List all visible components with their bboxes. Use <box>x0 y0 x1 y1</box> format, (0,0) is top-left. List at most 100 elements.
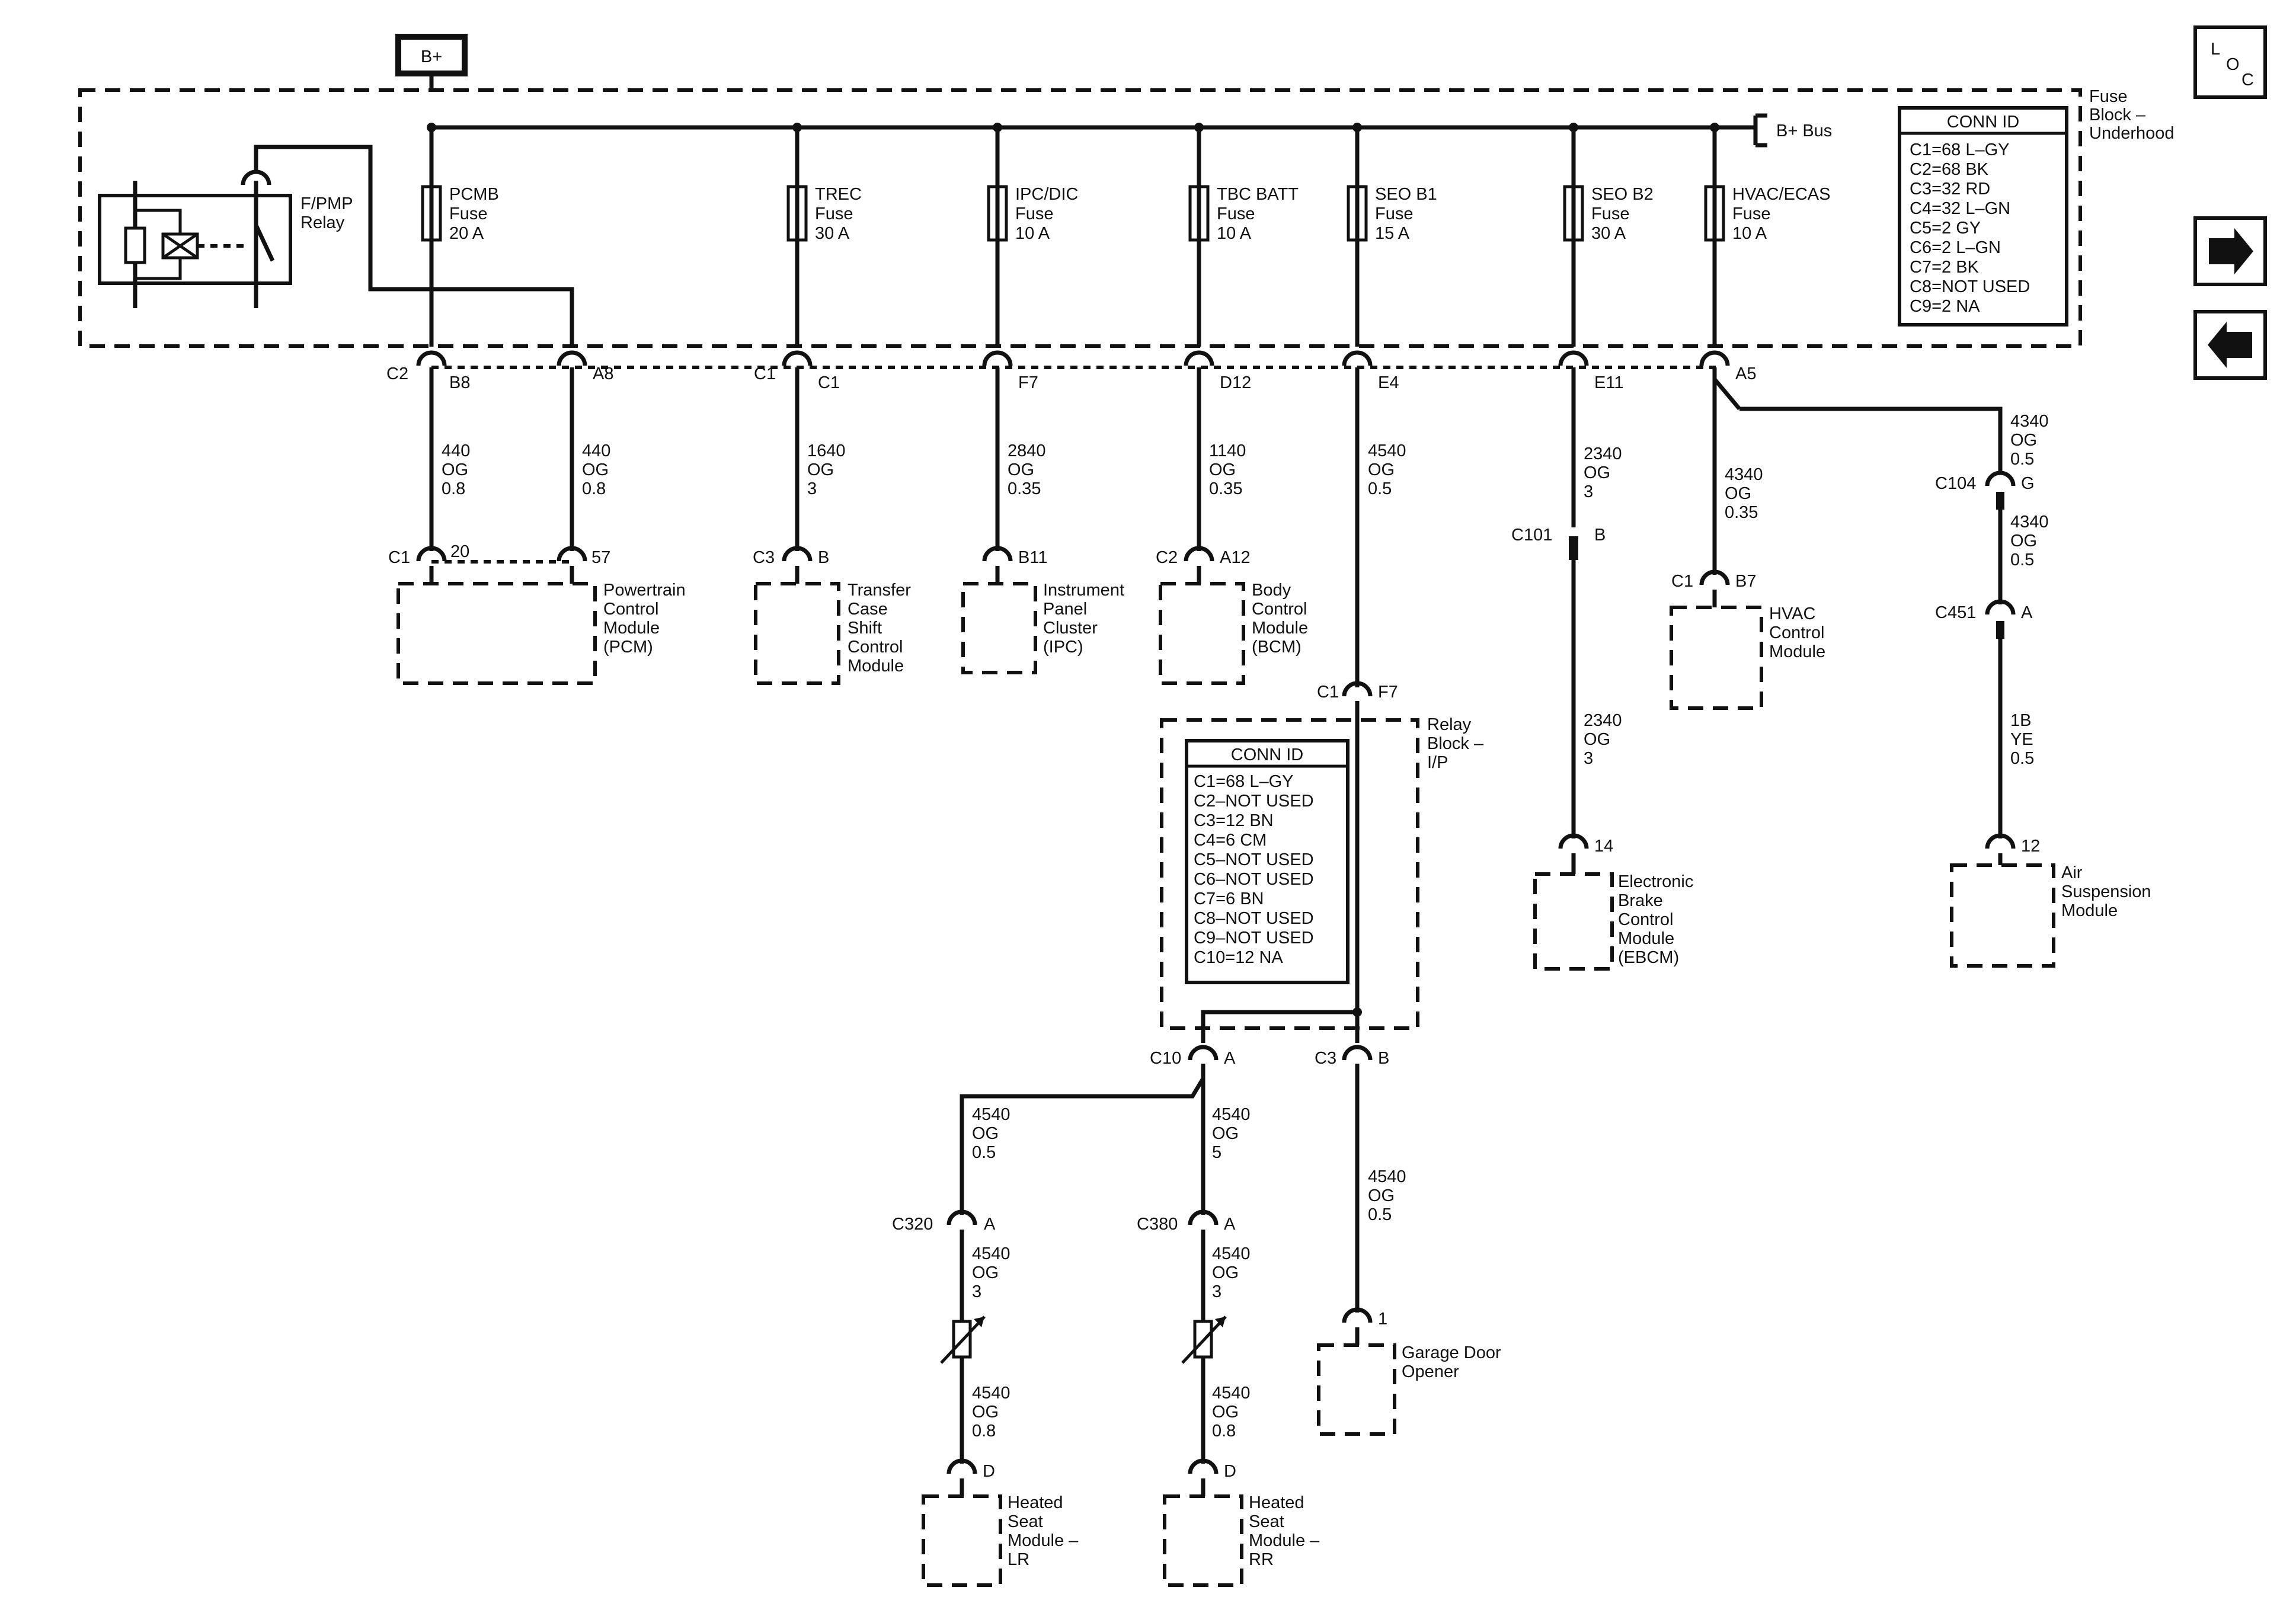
next-page-button[interactable] <box>2193 216 2267 286</box>
label-text: 0.5 <box>972 1143 996 1162</box>
label-text: C1 <box>754 364 776 383</box>
connector-terminal <box>949 1212 975 1225</box>
connector-terminal <box>1190 1047 1216 1060</box>
svg-text:Underhood: Underhood <box>2089 124 2175 143</box>
arrow-right-icon <box>2209 228 2253 274</box>
module-label: Suspension <box>2061 882 2151 901</box>
connector-terminal <box>1186 353 1212 366</box>
loc-button[interactable]: L O C <box>2193 25 2267 99</box>
module-label: Module <box>603 619 660 638</box>
b-plus-label: B+ <box>421 47 442 66</box>
svg-text:I/P: I/P <box>1427 753 1448 772</box>
label-text: 0.5 <box>1368 1205 1392 1224</box>
label-text: 4340 <box>2010 412 2049 431</box>
prev-page-button[interactable] <box>2193 310 2267 380</box>
label-text: 0.8 <box>442 479 465 498</box>
label-text: 4540 <box>1368 441 1406 460</box>
label-text: 4540 <box>972 1384 1011 1403</box>
connector-terminal <box>984 353 1011 366</box>
conn-id-row: C8–NOT USED <box>1194 909 1314 928</box>
module-outline <box>961 582 1037 674</box>
variable-arrow-icon <box>940 1315 986 1364</box>
wire-segment <box>1201 1010 1357 1043</box>
fuse-type: Fuse <box>1015 204 1053 223</box>
svg-text:Fuse: Fuse <box>2089 87 2127 106</box>
module-label: (BCM) <box>1252 638 1302 657</box>
label-text: 2840 <box>1008 441 1046 460</box>
connector-terminal <box>418 353 445 366</box>
module-label: Garage Door <box>1402 1343 1501 1362</box>
label-text: OG <box>972 1403 999 1422</box>
label-text: 0.35 <box>1209 479 1242 498</box>
module-outline <box>1163 1494 1243 1587</box>
conn-id-row: C5=2 GY <box>1910 219 1981 238</box>
label-text: OG <box>1212 1124 1239 1143</box>
connector-terminal <box>1560 836 1587 849</box>
module-label: Transfer <box>848 581 911 600</box>
connector-terminal <box>1560 353 1587 366</box>
wire-segment <box>1713 377 1741 411</box>
conn-id-row: C1=68 L–GY <box>1194 772 1293 791</box>
module-label: LR <box>1008 1550 1029 1569</box>
label-text: 3 <box>807 479 817 498</box>
conn-id-row: C5–NOT USED <box>1194 850 1314 869</box>
fuse-type: Fuse <box>1217 204 1255 223</box>
connector-terminal <box>559 548 585 561</box>
label-text: 2340 <box>1584 444 1622 463</box>
module-label: Seat <box>1249 1512 1284 1531</box>
label-text: C2 <box>386 364 408 383</box>
label-text: OG <box>972 1263 999 1282</box>
module-label: Powertrain <box>603 581 686 600</box>
label-text: 440 <box>582 441 610 460</box>
label-text: G <box>2021 474 2035 493</box>
label-text: OG <box>1368 1186 1395 1205</box>
svg-text:CONN ID: CONN ID <box>1231 745 1303 764</box>
module-label: Module <box>1769 642 1825 661</box>
label-text: OG <box>1584 730 1610 749</box>
label-text: 0.8 <box>972 1422 996 1441</box>
arrow-left-icon <box>2208 322 2252 368</box>
label-text: C3 <box>753 548 775 567</box>
module-label: Control <box>603 600 659 619</box>
label-text: 4540 <box>1212 1244 1251 1263</box>
label-text: OG <box>807 460 834 479</box>
module-label: Module <box>1252 619 1308 638</box>
module-outline <box>922 1494 1002 1587</box>
module-label: Control <box>1769 623 1825 642</box>
conn-id-row: C10=12 NA <box>1194 948 1283 967</box>
conn-id-row: C7=6 BN <box>1194 889 1264 908</box>
module-outline <box>1950 863 2055 968</box>
module-label: Heated <box>1249 1493 1304 1512</box>
fuse-name: TBC BATT <box>1217 185 1299 204</box>
label-text: 0.5 <box>2010 550 2034 569</box>
module-label: Control <box>1618 910 1674 929</box>
label-text: F7 <box>1018 373 1038 392</box>
arrow-head-icon <box>1215 1317 1226 1327</box>
module-outline <box>1317 1343 1396 1436</box>
label-text: C1 <box>1671 572 1693 591</box>
svg-text:Block –: Block – <box>1427 734 1484 753</box>
label-text: A8 <box>593 364 613 383</box>
module-label: HVAC <box>1769 604 1815 623</box>
connector-terminal <box>784 548 810 561</box>
connector-terminal <box>1190 1212 1216 1225</box>
label-text: B11 <box>1018 548 1047 567</box>
label-text: A <box>2021 603 2033 622</box>
connector-terminal <box>1987 836 2013 849</box>
fuse-name: SEO B2 <box>1591 185 1654 204</box>
label-text: C451 <box>1935 603 1976 622</box>
label-text: 5 <box>1212 1143 1221 1162</box>
fuse-rating: 10 A <box>1732 224 1767 243</box>
fuse-name: PCMB <box>449 185 499 204</box>
label-text: C320 <box>892 1215 933 1234</box>
variable-arrow-icon <box>1181 1315 1227 1364</box>
label-text: 0.5 <box>2010 749 2034 768</box>
module-label: Cluster <box>1043 619 1098 638</box>
label-text: 0.5 <box>1368 479 1392 498</box>
fuse-name: SEO B1 <box>1375 185 1437 204</box>
label-text: OG <box>1212 1263 1239 1282</box>
label-text: A5 <box>1735 364 1756 383</box>
module-label: Module <box>2061 901 2118 920</box>
